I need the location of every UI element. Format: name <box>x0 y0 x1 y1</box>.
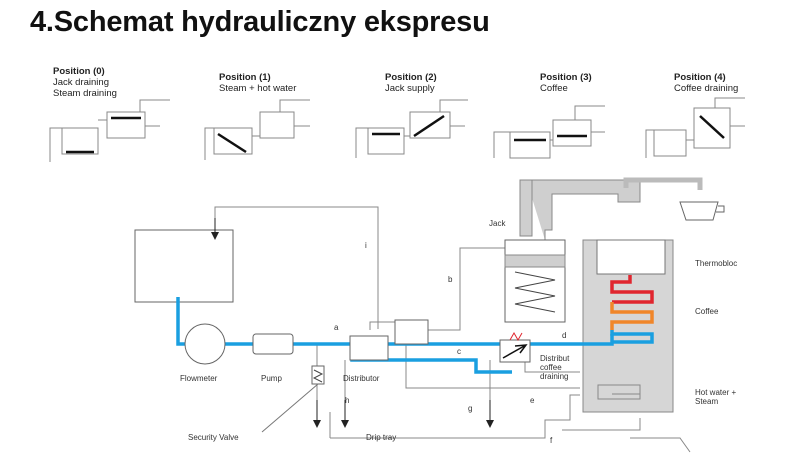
label-g: g <box>468 404 472 413</box>
water-reservoir <box>134 229 234 303</box>
security-valve-icon <box>261 365 325 433</box>
label-c: c <box>457 347 461 356</box>
position-2-caption: Position (2) Jack supply <box>385 72 437 94</box>
position-3-caption: Position (3) Coffee <box>540 72 592 94</box>
label-flowmeter: Flowmeter <box>180 374 218 383</box>
label-coffee: Coffee <box>695 307 719 316</box>
label-steam: Steam <box>695 397 718 406</box>
position-3-line1: Coffee <box>540 83 568 94</box>
distributor-upper-icon <box>394 319 429 345</box>
position-4-caption: Position (4) Coffee draining <box>674 72 738 94</box>
coffee-cup-icon <box>679 201 725 221</box>
label-security-valve: Security Valve <box>188 433 239 442</box>
label-pump: Pump <box>261 374 282 383</box>
label-e: e <box>530 396 535 405</box>
valve-position-2 <box>355 99 468 158</box>
pump-icon <box>252 333 294 355</box>
label-b: b <box>448 275 453 284</box>
label-drip-tray: Drip tray <box>366 433 396 442</box>
flowmeter-icon <box>184 323 226 365</box>
position-1-caption: Position (1) Steam + hot water <box>219 72 296 94</box>
pipe-network-grey <box>214 206 691 453</box>
distribut-coffee-draining-valve <box>499 331 531 363</box>
jack-cylinder <box>504 179 641 323</box>
position-4-line1: Coffee draining <box>674 83 739 94</box>
label-i: i <box>365 241 367 250</box>
position-2-line1: Jack supply <box>385 83 435 94</box>
position-1-head: Position (1) <box>219 72 271 83</box>
position-0-line2: Steam draining <box>53 88 117 99</box>
label-jack: Jack <box>489 219 506 228</box>
heating-coil-hot <box>610 275 654 304</box>
position-0-line1: Jack draining <box>53 77 109 88</box>
position-3-head: Position (3) <box>540 72 592 83</box>
label-distributor: Distributor <box>343 374 380 383</box>
heating-coil-cold <box>610 330 654 344</box>
heating-coil-warm <box>610 302 654 330</box>
valve-position-3 <box>493 105 605 159</box>
position-0-caption: Position (0) Jack draining Steam drainin… <box>53 66 117 99</box>
label-distribut-coffee: coffee <box>540 363 562 372</box>
valve-position-0 <box>49 99 170 162</box>
position-2-head: Position (2) <box>385 72 437 83</box>
label-distribut: Distribut <box>540 354 570 363</box>
position-1-line1: Steam + hot water <box>219 83 297 94</box>
label-a: a <box>334 323 339 332</box>
label-hot-water: Hot water + <box>695 388 736 397</box>
label-f: f <box>550 436 553 445</box>
valve-position-1 <box>204 99 310 160</box>
position-4-head: Position (4) <box>674 72 726 83</box>
coffee-outlet-pipe <box>623 177 703 190</box>
position-0-head: Position (0) <box>53 66 105 77</box>
label-h: h <box>345 396 349 405</box>
page-title: 4.Schemat hydrauliczny ekspresu <box>30 6 490 38</box>
label-d: d <box>562 331 566 340</box>
valve-position-4 <box>645 97 745 158</box>
distributor-icon <box>349 335 389 361</box>
thermobloc <box>582 239 674 413</box>
label-distribut-draining: draining <box>540 372 568 381</box>
label-thermobloc: Thermobloc <box>695 259 737 268</box>
